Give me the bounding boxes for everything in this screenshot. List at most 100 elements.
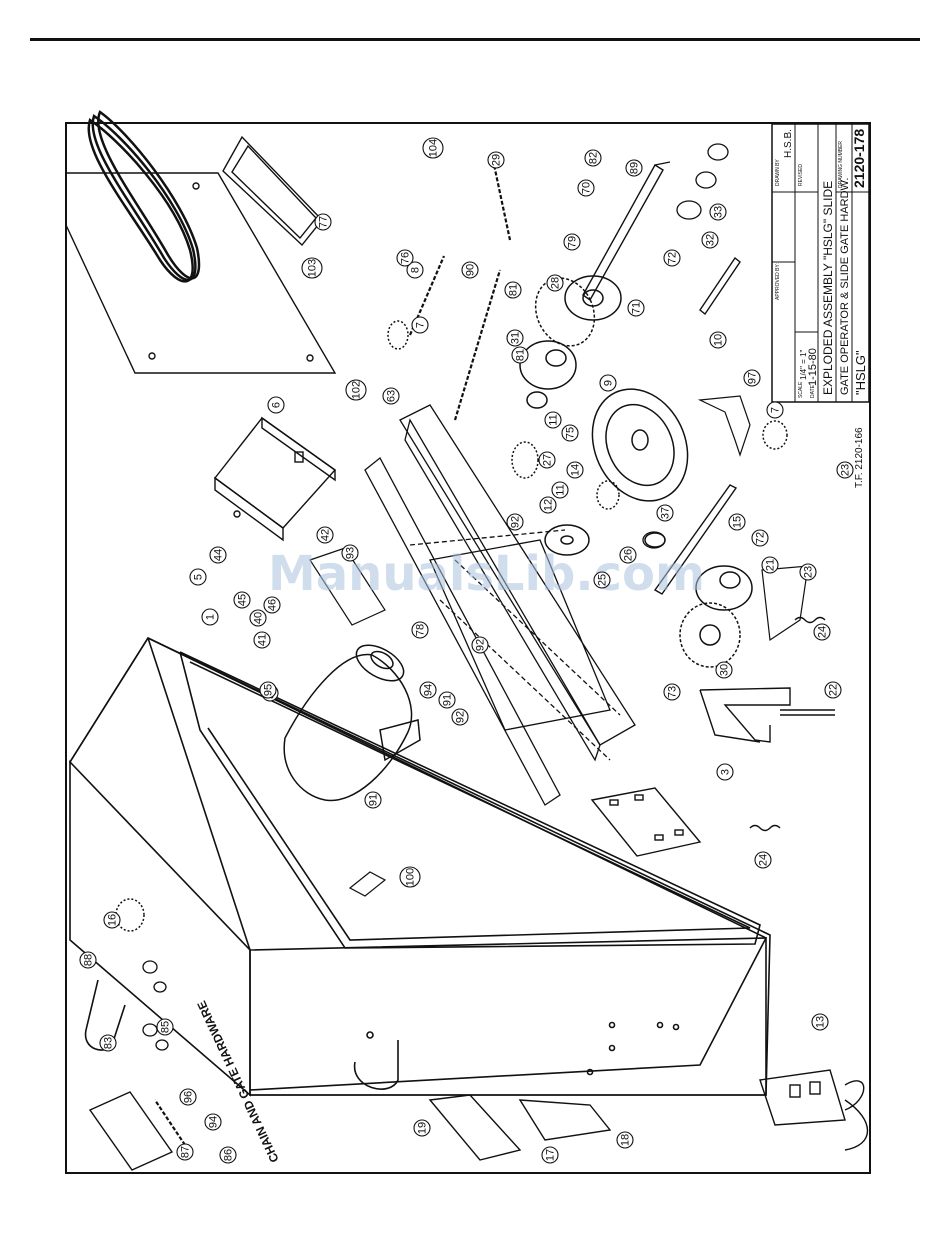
- part-balloon-circle: [259, 681, 277, 699]
- part-number-label: 42: [320, 529, 332, 541]
- part-balloon-p7a: 7: [411, 316, 429, 334]
- part-number-label: 19: [417, 1122, 429, 1134]
- part-number-label: 72: [667, 252, 679, 264]
- part-balloon-circle: [811, 1013, 829, 1031]
- part-number-label: 23: [840, 464, 852, 476]
- part-balloon-p32: 32: [701, 231, 719, 249]
- part-balloon-circle: [656, 504, 674, 522]
- part-number-label: 21: [765, 559, 777, 571]
- part-balloon-circle: [253, 631, 271, 649]
- springs: [749, 616, 826, 832]
- part-balloon-circle: [577, 179, 595, 197]
- part-number-label: 37: [660, 507, 672, 519]
- part-balloon-circle: [619, 546, 637, 564]
- part-balloon-p92b: 92: [471, 636, 489, 654]
- part-number-label: 102: [351, 381, 363, 399]
- title-line-1: EXPLODED ASSEMBLY "HSLG" SLIDE: [821, 181, 835, 395]
- part-number-label: 6: [271, 402, 283, 408]
- part-balloons: 1356778910111112131415161718192122232324…: [79, 137, 854, 1164]
- title-line-3: "HSLG": [853, 350, 868, 395]
- part-balloon-p89: 89: [625, 159, 643, 177]
- part-balloon-p8: 8: [406, 261, 424, 279]
- part-balloon-p12: 12: [539, 496, 557, 514]
- part-balloon-circle: [316, 526, 334, 544]
- part-balloon-p93: 93: [341, 544, 359, 562]
- part-number-label: 91: [442, 694, 454, 706]
- part-number-label: 30: [719, 664, 731, 676]
- part-number-label: 71: [631, 302, 643, 314]
- part-balloon-circle: [824, 681, 842, 699]
- part-balloon-circle: [189, 568, 207, 586]
- part-number-label: 75: [565, 427, 577, 439]
- part-balloon-circle: [709, 331, 727, 349]
- part-number-label: 41: [257, 634, 269, 646]
- part-number-label: 94: [423, 684, 435, 696]
- drawn-by-label: DRAWN BY: [775, 159, 781, 186]
- part-number-label: 72: [755, 532, 767, 544]
- part-balloon-circle: [709, 203, 727, 221]
- control-box: [214, 416, 337, 542]
- part-balloon-circle: [836, 461, 854, 479]
- part-balloon-p103: 103: [301, 257, 323, 279]
- cover-plate: [65, 172, 337, 374]
- part-balloon-circle: [204, 1113, 222, 1131]
- u-bracket: [699, 687, 835, 743]
- part-balloon-circle: [438, 691, 456, 709]
- part-balloon-circle: [504, 281, 522, 299]
- part-balloon-p16: 16: [103, 911, 121, 929]
- part-number-label: 89: [629, 162, 641, 174]
- part-balloon-p96: 96: [179, 1088, 197, 1106]
- drawing-border: [65, 122, 871, 1174]
- part-balloon-p88: 88: [79, 951, 97, 969]
- part-balloon-p7b: 7: [766, 401, 784, 419]
- part-balloon-p31: 31: [506, 329, 524, 347]
- part-balloon-p33: 33: [709, 203, 727, 221]
- part-balloon-p18: 18: [616, 1131, 634, 1149]
- part-balloon-p102: 102: [345, 379, 367, 401]
- date-label: DATE: [810, 384, 816, 398]
- part-balloon-p81a: 81: [504, 281, 522, 299]
- part-number-label: 93: [345, 547, 357, 559]
- part-balloon-p21: 21: [761, 556, 779, 574]
- part-balloon-circle: [461, 261, 479, 279]
- part-balloon-p23a: 23: [799, 563, 817, 581]
- part-balloon-p23b: 23: [836, 461, 854, 479]
- part-balloon-circle: [411, 316, 429, 334]
- part-balloon-p85: 85: [156, 1018, 174, 1036]
- part-balloon-circle: [663, 683, 681, 701]
- date-value: 1-15-80: [807, 348, 819, 386]
- part-balloon-circle: [364, 791, 382, 809]
- part-balloon-p13: 13: [811, 1013, 829, 1031]
- part-balloon-p81b: 81: [511, 346, 529, 364]
- part-balloon-p77: 77: [314, 213, 332, 231]
- part-number-label: 22: [828, 684, 840, 696]
- part-balloon-circle: [511, 346, 529, 364]
- title-block: DRAWN BY H.S.B. REVISED APPROVED BY: SCA…: [771, 123, 870, 403]
- part-number-label: 88: [83, 954, 95, 966]
- part-balloon-p9: 9: [599, 374, 617, 392]
- part-number-label: 18: [620, 1134, 632, 1146]
- part-balloon-circle: [544, 411, 562, 429]
- part-balloon-p86: 86: [219, 1146, 237, 1164]
- part-balloon-p72a: 72: [663, 249, 681, 267]
- part-balloon-p29: 29: [487, 151, 505, 169]
- part-number-label: 81: [515, 349, 527, 361]
- part-number-label: 40: [253, 612, 265, 624]
- part-balloon-circle: [584, 149, 602, 167]
- part-number-label: 11: [555, 484, 567, 495]
- part-balloon-circle: [209, 546, 227, 564]
- part-number-label: 92: [510, 516, 522, 528]
- part-number-label: 70: [581, 182, 593, 194]
- part-balloon-p94a: 94: [419, 681, 437, 699]
- v-belt: [87, 110, 201, 283]
- part-number-label: 10: [713, 334, 725, 346]
- part-balloon-p71: 71: [627, 299, 645, 317]
- part-balloon-p70: 70: [577, 179, 595, 197]
- part-balloon-p91b: 91: [364, 791, 382, 809]
- part-balloon-circle: [79, 951, 97, 969]
- part-balloon-p90: 90: [461, 261, 479, 279]
- part-balloon-circle: [627, 299, 645, 317]
- part-balloon-circle: [301, 257, 323, 279]
- part-number-label: 24: [758, 854, 770, 866]
- title-line-2: GATE OPERATOR & SLIDE GATE HARDW.: [839, 178, 851, 395]
